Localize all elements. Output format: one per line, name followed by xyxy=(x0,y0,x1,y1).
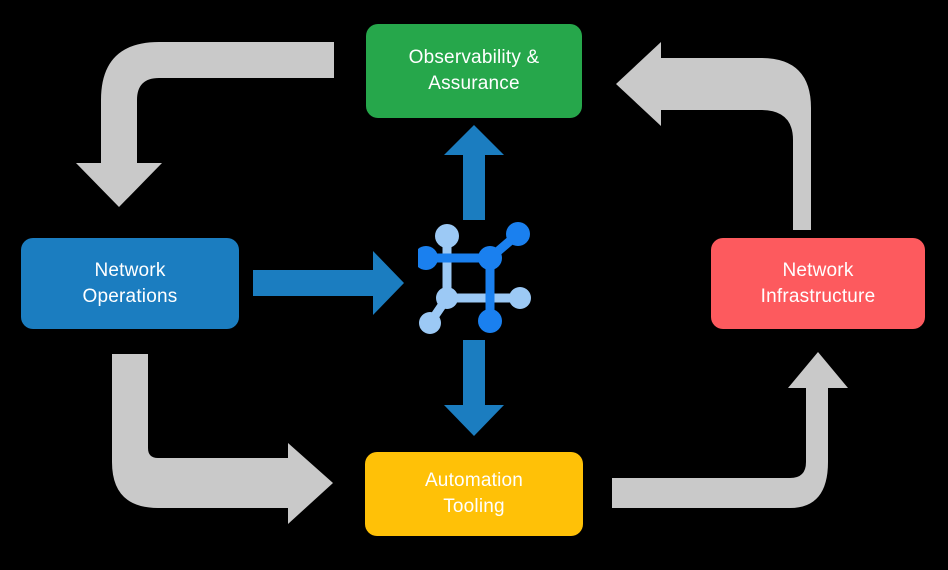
arrow-center-down xyxy=(444,340,504,436)
arrow-observability-to-operations xyxy=(76,42,334,207)
arrow-center-up xyxy=(444,125,504,220)
arrow-automation-to-infrastructure xyxy=(612,352,848,508)
node-automation-tooling[interactable]: Automation Tooling xyxy=(365,452,583,536)
arrow-infrastructure-to-observability xyxy=(616,42,811,230)
node-network-operations[interactable]: Network Operations xyxy=(21,238,239,329)
network-topology-icon xyxy=(418,222,531,334)
node-network-infrastructure[interactable]: Network Infrastructure xyxy=(711,238,925,329)
arrow-operations-to-center xyxy=(253,251,404,315)
arrow-operations-to-automation xyxy=(112,354,333,524)
node-observability-assurance[interactable]: Observability & Assurance xyxy=(366,24,582,118)
